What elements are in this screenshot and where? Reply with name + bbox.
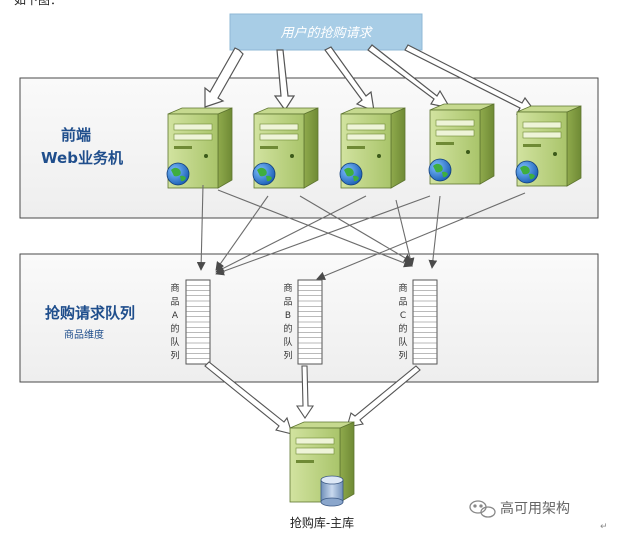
- queue-2-char: 的: [283, 323, 292, 335]
- queue-3-char: C: [400, 311, 406, 321]
- queue-db-arrow-1: [204, 361, 293, 435]
- queue-3-char: 队: [398, 336, 407, 348]
- queue-3-char: 商: [398, 282, 407, 294]
- server-queue-connectors: [196, 184, 526, 281]
- web-panel-title-line2: Web业务机: [41, 149, 123, 167]
- connector-s1-qA: [196, 184, 206, 271]
- globe-icon: [166, 162, 190, 186]
- request-box-label: 用户的抢购请求: [280, 25, 373, 41]
- queue-3-char: 列: [398, 350, 407, 362]
- request-box: 用户的抢购请求: [229, 13, 423, 51]
- wechat-icon: [469, 500, 496, 518]
- connector-s4-qA: [215, 195, 431, 276]
- connector-s2-qC: [299, 195, 413, 263]
- return-mark-icon: ↵: [600, 522, 608, 532]
- queue-1-char: 队: [170, 336, 179, 348]
- database-cylinder-icon: [320, 475, 344, 507]
- server-4: [428, 103, 495, 185]
- server-2: [252, 107, 319, 189]
- queue-2-char: 队: [283, 336, 292, 348]
- queue-panel-subtitle: 商品维度: [64, 328, 104, 341]
- web-servers: [166, 103, 582, 189]
- connector-s3-qC: [395, 199, 415, 267]
- globe-icon: [339, 162, 363, 186]
- queue-2-char: B: [285, 311, 291, 321]
- queue-2-char: 商: [283, 282, 292, 294]
- queue-1-char: 品: [170, 297, 179, 308]
- queue-1-char: A: [172, 311, 179, 321]
- globe-icon: [428, 158, 452, 182]
- request-arrow-2: [273, 49, 296, 112]
- request-arrow-5: [404, 44, 538, 115]
- database-server: [289, 421, 355, 507]
- request-arrow-3: [324, 46, 375, 112]
- queue-1-char: 列: [170, 350, 179, 362]
- request-arrow-4: [367, 44, 452, 109]
- connector-s2-qA: [215, 195, 269, 271]
- queue-db-arrow-2: [295, 365, 315, 419]
- server-1: [166, 107, 233, 189]
- queue-panel-title: 抢购请求队列: [45, 304, 135, 322]
- queue-2-char: 品: [283, 297, 292, 308]
- queue-db-arrow-3: [346, 365, 421, 428]
- watermark-text: 高可用架构: [500, 500, 570, 517]
- globe-icon: [515, 160, 539, 184]
- queue-1-char: 商: [170, 282, 179, 294]
- queue-3-char: 品: [398, 297, 407, 308]
- web-panel-title-line1: 前端: [61, 126, 91, 144]
- connector-s5-qB: [316, 192, 526, 281]
- request-arrows: [204, 44, 538, 115]
- clipped-top-text: 如下图：: [14, 0, 63, 7]
- connector-s4-qC: [428, 195, 441, 269]
- watermark: 高可用架构 ↵: [469, 500, 608, 532]
- queue-3-char: 的: [398, 323, 407, 335]
- server-5: [515, 105, 582, 187]
- queue-db-arrows: [204, 361, 421, 435]
- queue-1-char: 的: [170, 323, 179, 335]
- request-arrow-1: [204, 47, 244, 108]
- connector-s3-qA: [215, 195, 367, 273]
- database-label: 抢购库-主库: [290, 515, 354, 530]
- globe-icon: [252, 162, 276, 186]
- server-3: [339, 107, 406, 189]
- queue-2-char: 列: [283, 350, 292, 362]
